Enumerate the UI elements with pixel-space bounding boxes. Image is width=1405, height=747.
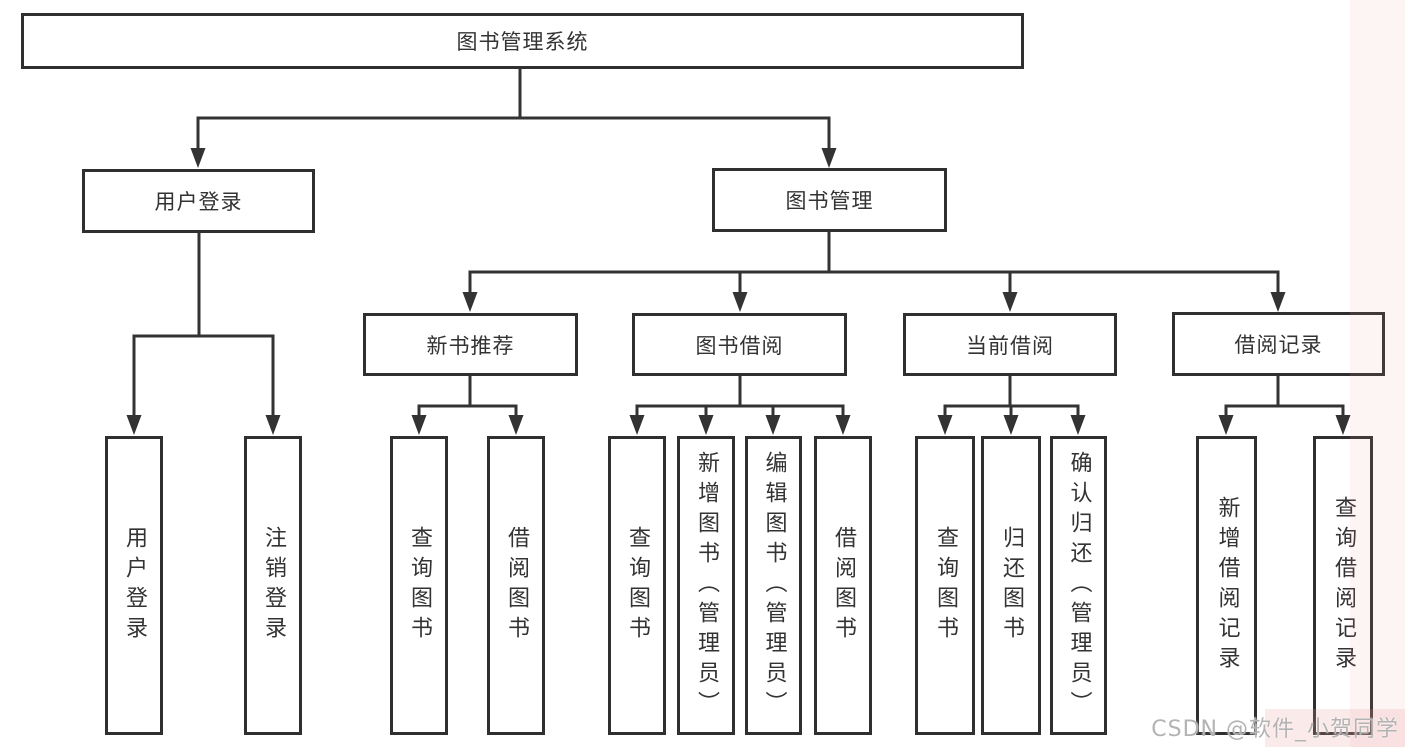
- diagram-node-user-login-group: 用户登录: [82, 169, 315, 233]
- diagram-node-query-books-3: 查询图书: [915, 436, 975, 735]
- arrowhead-icon: [1218, 415, 1234, 435]
- arrowhead-icon: [462, 292, 478, 312]
- diagram-node-current-borrow: 当前借阅: [903, 313, 1117, 376]
- arrowhead-icon: [1335, 415, 1351, 435]
- node-label-add-books: 新增图书（管理员）: [694, 450, 719, 721]
- node-label-logout: 注销登录: [261, 525, 286, 646]
- node-label-borrow-books-2: 借阅图书: [831, 525, 856, 646]
- node-label-query-borrow-record: 查询借阅记录: [1331, 495, 1356, 676]
- node-label-borrow-records: 借阅记录: [1234, 333, 1323, 357]
- diagram-node-confirm-return: 确认归还（管理员）: [1050, 436, 1107, 735]
- node-label-query-books-3: 查询图书: [933, 525, 958, 646]
- diagram-node-root: 图书管理系统: [21, 13, 1024, 69]
- arrowhead-icon: [698, 415, 714, 435]
- node-label-query-books-2: 查询图书: [625, 525, 650, 646]
- diagram-node-book-borrow: 图书借阅: [632, 313, 847, 376]
- node-label-user-login: 用户登录: [122, 525, 147, 646]
- diagram-node-borrow-books-1: 借阅图书: [487, 436, 545, 735]
- arrowhead-icon: [1070, 415, 1086, 435]
- diagram-node-query-borrow-record: 查询借阅记录: [1313, 436, 1373, 735]
- diagram-node-logout: 注销登录: [244, 436, 302, 735]
- diagram-node-book-mgmt: 图书管理: [712, 168, 947, 232]
- arrowhead-icon: [732, 292, 748, 312]
- node-label-book-mgmt: 图书管理: [785, 189, 874, 213]
- arrowhead-icon: [1002, 292, 1018, 312]
- node-label-current-borrow: 当前借阅: [966, 333, 1054, 358]
- diagram-node-new-book-rec: 新书推荐: [363, 313, 578, 376]
- diagram-node-borrow-records: 借阅记录: [1172, 312, 1385, 376]
- arrowhead-icon: [126, 415, 142, 435]
- diagram-node-query-books-1: 查询图书: [390, 436, 448, 735]
- node-label-root: 图书管理系统: [456, 30, 589, 54]
- diagram-node-add-borrow-record: 新增借阅记录: [1196, 436, 1257, 735]
- arrowhead-icon: [190, 148, 206, 168]
- diagram-node-user-login: 用户登录: [105, 436, 163, 735]
- csdn-watermark: CSDN @软件_小贺同学: [1151, 717, 1399, 742]
- arrowhead-icon: [937, 415, 953, 435]
- diagram-node-query-books-2: 查询图书: [608, 436, 666, 735]
- node-label-return-books: 归还图书: [999, 525, 1024, 646]
- arrowhead-icon: [1003, 415, 1019, 435]
- node-label-edit-books: 编辑图书（管理员）: [761, 450, 787, 721]
- diagram-node-borrow-books-2: 借阅图书: [814, 436, 872, 735]
- node-label-add-borrow-record: 新增借阅记录: [1214, 495, 1240, 676]
- node-label-user-login-group: 用户登录: [154, 190, 243, 214]
- node-label-confirm-return: 确认归还（管理员）: [1066, 450, 1092, 721]
- diagram-node-add-books: 新增图书（管理员）: [677, 436, 735, 735]
- arrowhead-icon: [508, 415, 524, 435]
- arrowhead-icon: [835, 415, 851, 435]
- arrowhead-icon: [265, 415, 281, 435]
- arrowhead-icon: [765, 415, 781, 435]
- arrowhead-icon: [821, 148, 837, 168]
- arrowhead-icon: [1270, 292, 1286, 312]
- node-label-query-books-1: 查询图书: [407, 525, 432, 646]
- diagram-node-return-books: 归还图书: [981, 436, 1041, 735]
- node-label-book-borrow: 图书借阅: [695, 333, 784, 358]
- diagram-node-edit-books: 编辑图书（管理员）: [745, 436, 802, 735]
- arrowhead-icon: [629, 415, 645, 435]
- node-label-new-book-rec: 新书推荐: [426, 333, 515, 358]
- node-label-borrow-books-1: 借阅图书: [504, 525, 529, 646]
- arrowhead-icon: [411, 415, 427, 435]
